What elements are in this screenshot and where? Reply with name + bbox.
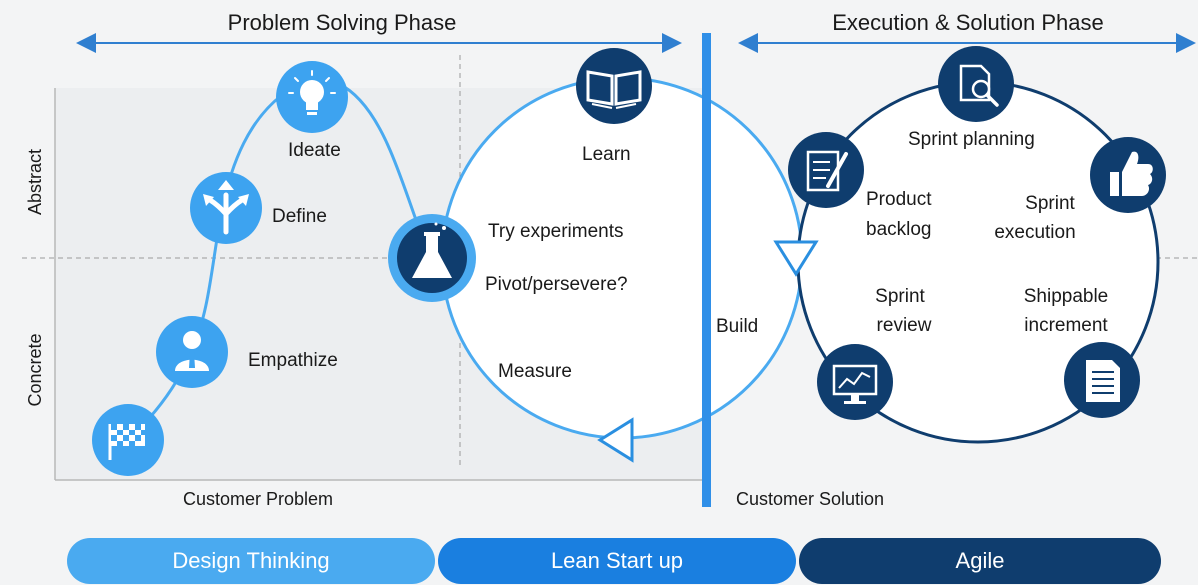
clipboard-pen-icon [788, 132, 864, 208]
person-icon [156, 316, 228, 388]
lean-build: Build [716, 316, 758, 337]
document-search-icon [938, 46, 1014, 122]
agile-sprint-planning: Sprint planning [908, 129, 1035, 150]
customer-problem-label: Customer Problem [183, 489, 333, 509]
agile-sprint-review-line1: Sprint [875, 286, 925, 307]
customer-solution-label: Customer Solution [736, 489, 884, 509]
solution-divider [702, 33, 711, 507]
agile-sprint-execution-line1: Sprint [1025, 193, 1075, 214]
execution-phase-title: Execution & Solution Phase [832, 10, 1104, 35]
monitor-chart-icon [817, 344, 893, 420]
agile-shippable-increment-line1: Shippable [1024, 286, 1109, 307]
lean-learn: Learn [582, 144, 631, 165]
split-arrows-icon [190, 172, 262, 244]
flask-icon [388, 214, 476, 302]
lean-try-experiments: Try experiments [488, 221, 624, 242]
lean-startup-loop [440, 76, 804, 440]
step-empathize: Empathize [248, 350, 338, 371]
agile-sprint-review-line2: review [877, 315, 932, 336]
measure-arrow-icon [597, 417, 634, 463]
axis-label-concrete: Concrete [25, 333, 45, 406]
lean-measure: Measure [498, 361, 572, 382]
lean-pivot-persevere: Pivot/persevere? [485, 274, 628, 295]
agile-product-backlog-line2: backlog [866, 219, 932, 240]
lean-startup-bar: Lean Start up [438, 538, 796, 584]
thumbs-up-icon [1090, 137, 1166, 213]
design-thinking-bar: Design Thinking [67, 538, 435, 584]
book-icon [576, 48, 652, 124]
step-ideate: Ideate [288, 140, 341, 161]
agile-shippable-increment-line2: increment [1024, 315, 1108, 336]
agile-bar: Agile [799, 538, 1161, 584]
document-icon [1064, 342, 1140, 418]
finish-flag-icon [92, 404, 164, 476]
step-define: Define [272, 206, 327, 227]
build-arrow-icon [773, 240, 819, 277]
axis-label-abstract: Abstract [25, 149, 45, 215]
agile-product-backlog-line1: Product [866, 189, 932, 210]
agile-sprint-execution-line2: execution [994, 222, 1075, 243]
problem-phase-title: Problem Solving Phase [228, 10, 457, 35]
lightbulb-icon [276, 61, 348, 133]
